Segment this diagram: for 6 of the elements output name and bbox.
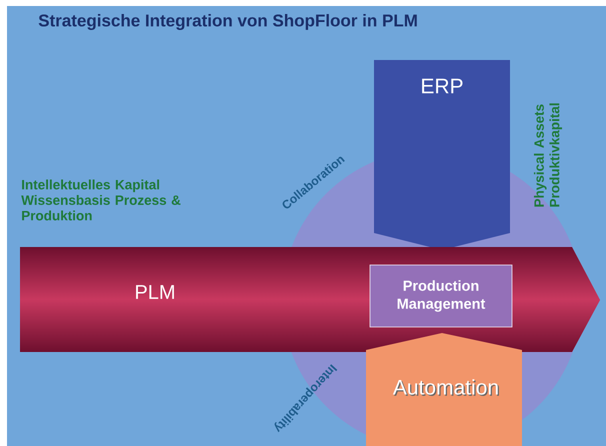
capital-note: Intellektuelles Kapital Wissensbasis Prozess & Produktion [21, 180, 180, 220]
production-management-box: Production Management [370, 264, 512, 328]
erp-block: ERP [374, 60, 510, 250]
title: Strategische Integration von ShopFloor in PLM [38, 14, 417, 30]
assets-note: Physical Assets Produktivkapital [534, 103, 562, 207]
automation-block: Automation [366, 332, 522, 446]
